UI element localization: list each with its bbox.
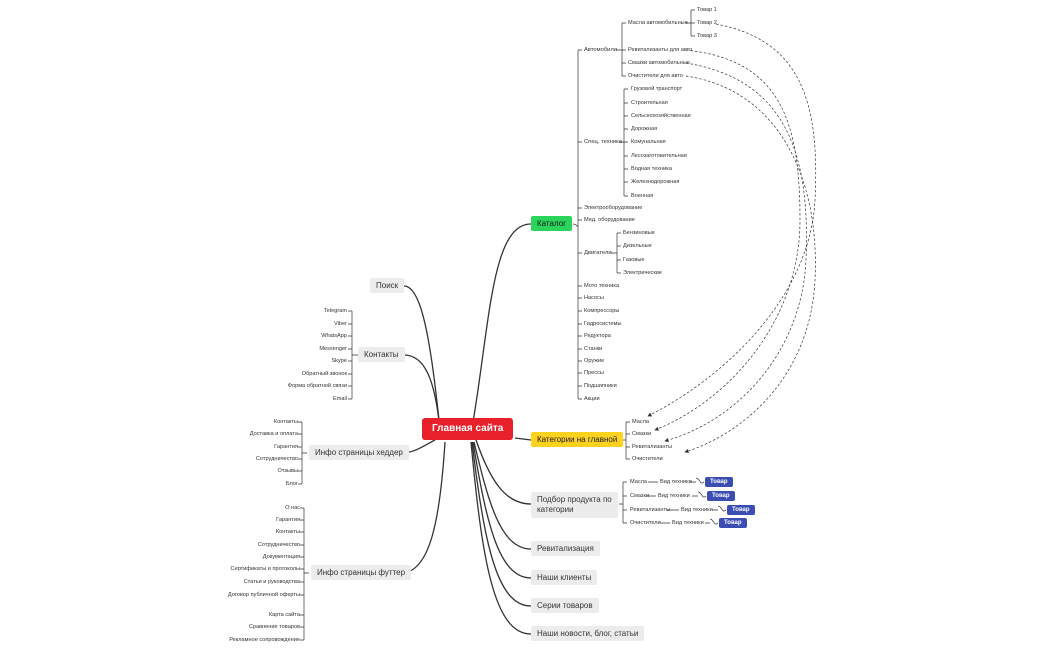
header-info-item[interactable]: Отзывы — [277, 468, 299, 474]
engine-item[interactable]: Электрические — [623, 270, 663, 276]
contact-item[interactable]: Viber — [334, 321, 347, 327]
product-item[interactable]: Товар 1 — [697, 7, 717, 13]
category-item[interactable]: Ревитализанты — [632, 444, 673, 450]
catalog-item[interactable]: Станки — [584, 346, 603, 352]
category-item[interactable]: Очистители — [632, 456, 663, 462]
spec-item[interactable]: Водная техника — [631, 166, 672, 172]
footer-info-item[interactable]: Сертификаты и протоколы — [230, 566, 300, 572]
tech-type-item[interactable]: Вид техники — [658, 493, 690, 499]
catalog-item[interactable]: Оружие — [584, 358, 605, 364]
search-node[interactable]: Поиск — [370, 278, 405, 293]
tech-type-item[interactable]: Вид техники — [672, 520, 704, 526]
catalog-item[interactable]: Мото техника — [584, 283, 620, 289]
edge-catalog — [469, 223, 532, 441]
contact-item[interactable]: Форма обратной связи — [287, 383, 347, 389]
catalog-node[interactable]: Каталог — [531, 216, 573, 231]
tech-type-item[interactable]: Вид техники — [660, 479, 692, 485]
electro-item[interactable]: Электрооборудование — [584, 205, 643, 211]
auto-item[interactable]: Смазки автомобильные — [628, 60, 690, 66]
root-node[interactable]: Главная сайта — [422, 418, 514, 440]
footer-info-node[interactable]: Инфо страницы футтер — [311, 565, 412, 580]
engine-item[interactable]: Газовые — [623, 257, 645, 263]
contact-item[interactable]: Skype — [331, 358, 347, 364]
tovar-badge[interactable]: Товар — [727, 505, 755, 515]
footer-info-item[interactable]: Договор публичной оферты — [227, 592, 300, 598]
med-item[interactable]: Мед. оборудование — [584, 217, 635, 223]
auto-item[interactable]: Ревитализанты для авто — [628, 47, 693, 53]
footer-info-item[interactable]: Рекламное сопровождение — [229, 637, 300, 643]
spec-item[interactable]: Комунальная — [631, 139, 666, 145]
catalog-item[interactable]: Подшипники — [584, 383, 617, 389]
footer-info-item[interactable]: Статьи и руководства — [243, 579, 300, 585]
tech-type-item[interactable]: Вид техники — [681, 507, 713, 513]
footer-info-item[interactable]: О нас — [285, 505, 300, 511]
selection-node[interactable]: Подбор продукта по категории — [531, 492, 618, 518]
header-info-item[interactable]: Контакты — [273, 419, 298, 425]
spec-item[interactable]: Железнодорожная — [631, 179, 680, 185]
category-item[interactable]: Смазки — [632, 431, 652, 437]
footer-info-item[interactable]: Гарантия — [276, 517, 300, 523]
spec-item[interactable]: Строительная — [631, 100, 668, 106]
revitalization-node[interactable]: Ревитализация — [531, 541, 600, 556]
product-item[interactable]: Товар 3 — [697, 33, 717, 39]
contact-item[interactable]: WhatsApp — [321, 333, 347, 339]
contact-item[interactable]: Email — [333, 396, 347, 402]
selection-item[interactable]: Смазки — [630, 493, 650, 499]
selection-label-line1: Подбор продукта по — [537, 495, 612, 504]
engine-item[interactable]: Бензиновые — [623, 230, 655, 236]
contact-item[interactable]: Telegram — [323, 308, 347, 314]
selection-item[interactable]: Очистители — [630, 520, 661, 526]
auto-node[interactable]: Автомобили — [584, 47, 618, 53]
engine-item[interactable]: Дизельные — [623, 243, 652, 249]
header-info-item[interactable]: Блог — [285, 481, 298, 487]
footer-info-item[interactable]: Сравнение товаров — [248, 624, 300, 630]
catalog-item[interactable]: Редуктора — [584, 333, 611, 339]
categories-home-node[interactable]: Категории на главной — [531, 432, 624, 447]
series-node[interactable]: Серии товаров — [531, 598, 599, 613]
footer-info-item[interactable]: Контакты — [275, 529, 300, 535]
footer-info-item[interactable]: Карта сайта — [268, 612, 300, 618]
catalog-item[interactable]: Насосы — [584, 295, 604, 301]
auto-item[interactable]: Масла автомобильные — [628, 20, 688, 26]
catalog-item[interactable]: Акции — [584, 396, 600, 402]
selection-item[interactable]: Масла — [630, 479, 648, 485]
header-info-node[interactable]: Инфо страницы хеддер — [309, 445, 409, 460]
tovar-badge[interactable]: Товар — [719, 518, 747, 528]
clients-node[interactable]: Наши клиенты — [531, 570, 598, 585]
header-info-item[interactable]: Гарантия — [274, 444, 298, 450]
engines-node[interactable]: Двигатели — [584, 250, 612, 256]
catalog-item[interactable]: Гидросистемы — [584, 321, 622, 327]
catalog-item[interactable]: Компрессоры — [584, 308, 620, 314]
auto-item[interactable]: Очистители для авто — [628, 73, 683, 79]
tovar-badge[interactable]: Товар — [705, 477, 733, 487]
header-info-item[interactable]: Доставка и оплата — [249, 431, 298, 437]
footer-info-item[interactable]: Документация — [262, 554, 300, 560]
tovar-badge[interactable]: Товар — [707, 491, 735, 501]
product-item[interactable]: Товар 2 — [697, 20, 717, 26]
category-item[interactable]: Масла — [632, 419, 650, 425]
selection-label-line2: категории — [537, 505, 574, 514]
footer-info-item[interactable]: Сотрудничество — [257, 542, 300, 548]
spec-item[interactable]: Дорожная — [631, 126, 658, 132]
contact-item[interactable]: Обратный звонок — [301, 371, 347, 377]
catalog-item[interactable]: Прессы — [584, 370, 604, 376]
spec-item[interactable]: Грузовой транспорт — [631, 86, 683, 92]
spec-node[interactable]: Спец. техника — [584, 139, 623, 145]
spec-item[interactable]: Сельскохозяйственная — [631, 113, 691, 119]
spec-item[interactable]: Лесозаготовительная — [631, 153, 687, 159]
news-node[interactable]: Наши новости, блог, статьи — [531, 626, 645, 641]
contact-item[interactable]: Messenger — [319, 346, 347, 352]
selection-item[interactable]: Ревитализанты — [630, 507, 671, 513]
contacts-node[interactable]: Контакты — [358, 347, 405, 362]
spec-item[interactable]: Военная — [631, 193, 654, 199]
header-info-item[interactable]: Сотрудничество — [255, 456, 298, 462]
